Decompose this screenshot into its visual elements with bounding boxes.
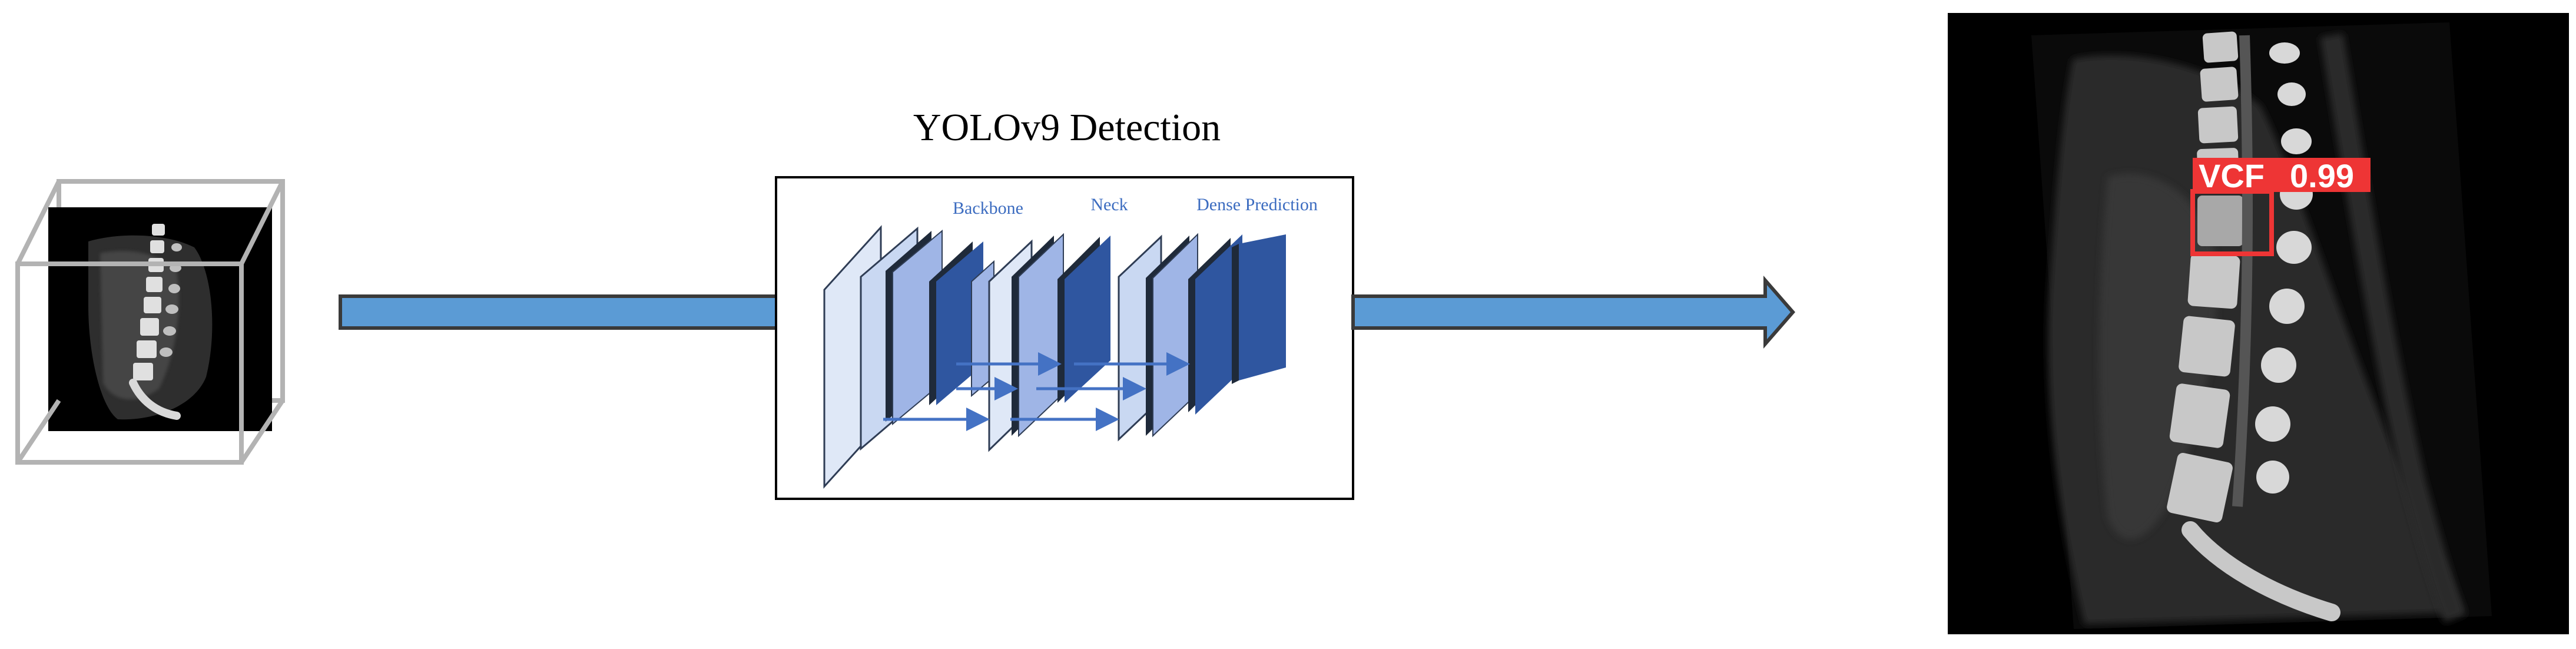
detection-score-label: 0.99 xyxy=(2290,157,2354,194)
ct-sagittal-spine-image: VCF 0.99 xyxy=(1948,13,2569,634)
dense-prediction-layers xyxy=(1118,233,1286,442)
neck-layers xyxy=(988,233,1110,452)
ct-volume-cube-icon xyxy=(15,179,285,465)
neck-label: Neck xyxy=(1090,195,1128,214)
backbone-label: Backbone xyxy=(953,198,1023,218)
dense-prediction-label: Dense Prediction xyxy=(1196,195,1318,214)
posterior-elements xyxy=(2255,42,2313,494)
detection-class-label: VCF xyxy=(2199,157,2265,194)
model-title: YOLOv9 Detection xyxy=(913,106,1221,149)
input-arrow xyxy=(339,294,779,330)
backbone-layers xyxy=(823,225,994,489)
model-box: Backbone Neck Dense Prediction xyxy=(775,176,1354,500)
detection-box: VCF 0.99 xyxy=(2190,157,2371,256)
feature-flow-arrows xyxy=(883,352,1190,431)
output-arrow xyxy=(1351,275,1795,349)
vertebral-bodies xyxy=(2167,31,2243,522)
